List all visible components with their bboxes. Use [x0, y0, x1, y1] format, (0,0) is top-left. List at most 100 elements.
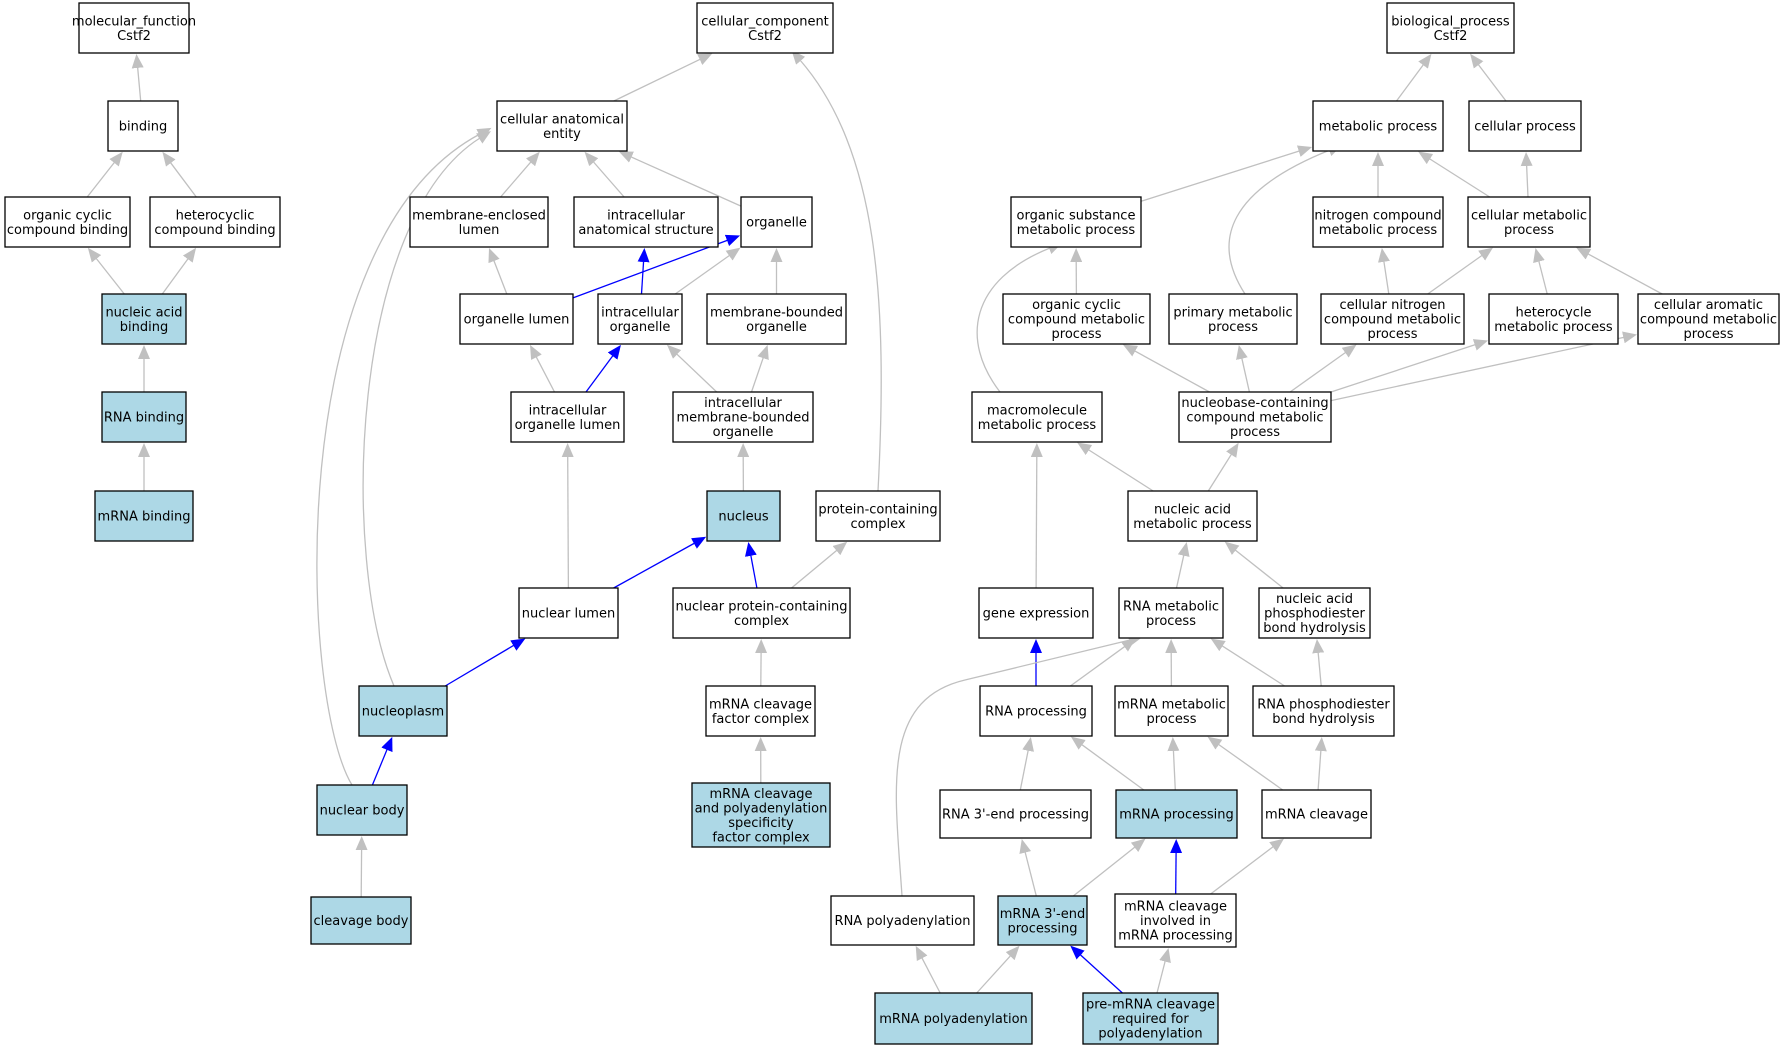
edge-nucleic-acid-phosphodiester-bond-hydrolysis-to-nucleic-acid-metabolic-process	[1224, 541, 1284, 589]
edge-protein-containing-complex-to-cellular-component	[791, 50, 882, 492]
term-label: heterocycle	[1516, 305, 1592, 320]
term-box	[696, 2, 834, 54]
edge-rna-polyadenylation-to-rna-metabolic-process	[895, 634, 1143, 897]
term-box	[997, 895, 1088, 946]
term-label: RNA metabolic	[1123, 599, 1219, 614]
term-box	[1114, 893, 1237, 948]
term-box	[815, 490, 941, 542]
edge-nucleobase-containing-compound-metabolic-process-to-organic-cyclic-compound-metabolic-process	[1122, 344, 1210, 393]
edge-organelle-lumen-to-organelle	[572, 234, 741, 299]
term-box	[4, 196, 131, 248]
edge-cellular-nitrogen-compound-metabolic-process-to-nitrogen-compound-metabolic-process	[1378, 247, 1390, 295]
term-label: gene expression	[983, 607, 1090, 622]
edge-nucleobase-containing-compound-metabolic-process-to-primary-metabolic-process	[1236, 345, 1251, 393]
go-term-nuclear-body: nuclear body	[316, 784, 408, 836]
term-label: process	[1208, 320, 1258, 335]
edge-nuclear-body-to-nucleoplasm	[371, 736, 393, 786]
term-label: nucleoplasm	[362, 705, 444, 720]
term-label: lumen	[459, 223, 500, 238]
term-label: intracellular	[529, 403, 607, 418]
term-label: RNA polyadenylation	[835, 914, 971, 929]
edge-nucleoplasm-to-cellular-anatomical-entity	[362, 131, 491, 687]
edge-nucleobase-containing-compound-metabolic-process-to-cellular-aromatic-compound-metabolic-process	[1330, 331, 1638, 402]
term-box	[409, 196, 549, 248]
edge-rna-3end-processing-to-rna-processing	[1019, 736, 1034, 791]
go-term-cleavage-body: cleavage body	[310, 896, 412, 945]
term-box	[573, 196, 719, 248]
term-label: intracellular	[601, 305, 679, 320]
term-box	[979, 685, 1093, 737]
term-box	[971, 391, 1103, 443]
go-term-organelle-lumen: organelle lumen	[459, 293, 574, 345]
term-label: process	[1146, 614, 1196, 629]
edge-organelle-lumen-to-membrane-enclosed-lumen	[488, 247, 508, 295]
term-label: pre-mRNA cleavage	[1086, 998, 1215, 1013]
term-box	[1168, 293, 1298, 345]
term-label: process	[1230, 425, 1280, 440]
term-box	[1261, 789, 1372, 839]
term-label: and polyadenylation	[695, 801, 828, 816]
term-label: complex	[734, 614, 789, 629]
term-label: cellular aromatic	[1654, 298, 1763, 313]
edge-mrna-polyadenylation-to-rna-polyadenylation	[915, 945, 941, 994]
term-label: Cstf2	[748, 29, 782, 44]
edge-mrna-cleavage-to-mrna-metabolic-process	[1207, 736, 1284, 791]
term-label: cellular metabolic	[1471, 208, 1587, 223]
term-label: complex	[850, 517, 905, 532]
term-label: binding	[119, 120, 167, 135]
edge-layer	[86, 50, 1663, 994]
term-label: specificity	[728, 816, 794, 831]
term-label: involved in	[1140, 914, 1211, 929]
edge-intracellular-organelle-to-organelle	[674, 247, 741, 295]
term-label: mRNA processing	[1118, 929, 1233, 944]
edge-nucleoplasm-to-nuclear-lumen	[444, 638, 526, 687]
go-term-mrna-binding: mRNA binding	[94, 490, 194, 542]
edge-heterocyclic-binding-to-binding	[162, 151, 197, 198]
term-label: biological_process	[1391, 14, 1510, 29]
term-box	[1115, 789, 1238, 839]
term-label: molecular_function	[72, 14, 196, 29]
go-term-binding: binding	[107, 100, 179, 152]
term-label: membrane-bounded	[676, 411, 809, 426]
term-box	[310, 896, 412, 945]
edge-intracellular-anatomical-structure-to-cellular-anatomical-entity	[584, 151, 625, 198]
edge-cellular-metabolic-process-to-cellular-process	[1520, 152, 1533, 198]
term-label: bond hydrolysis	[1272, 712, 1375, 727]
term-box	[101, 293, 187, 345]
edge-intracellular-organelle-lumen-to-organelle-lumen	[530, 344, 556, 393]
term-label: nitrogen compound	[1314, 208, 1441, 223]
term-label: compound metabolic	[1324, 313, 1461, 328]
edge-cellular-process-to-biological-process	[1470, 53, 1507, 102]
edge-pre-mrna-cleavage-required-for-polyadenylation-to-mrna-cleavage-involved-in-mrna-processing	[1156, 948, 1171, 994]
term-box	[101, 391, 187, 443]
term-box	[1010, 196, 1142, 248]
term-box	[1386, 2, 1515, 54]
term-label: nuclear protein-containing	[676, 599, 848, 614]
term-box	[830, 895, 975, 946]
term-label: organic cyclic	[23, 208, 112, 223]
term-box	[1127, 490, 1258, 542]
term-box	[706, 293, 847, 345]
go-term-metabolic-process: metabolic process	[1312, 100, 1444, 152]
edge-cellular-aromatic-compound-metabolic-process-to-cellular-metabolic-process	[1576, 247, 1663, 295]
term-label: nucleic acid	[1276, 592, 1353, 607]
term-box	[705, 685, 816, 737]
term-box	[874, 992, 1033, 1045]
edge-macromolecule-metabolic-process-to-organic-substance-metabolic-process	[976, 242, 1063, 393]
